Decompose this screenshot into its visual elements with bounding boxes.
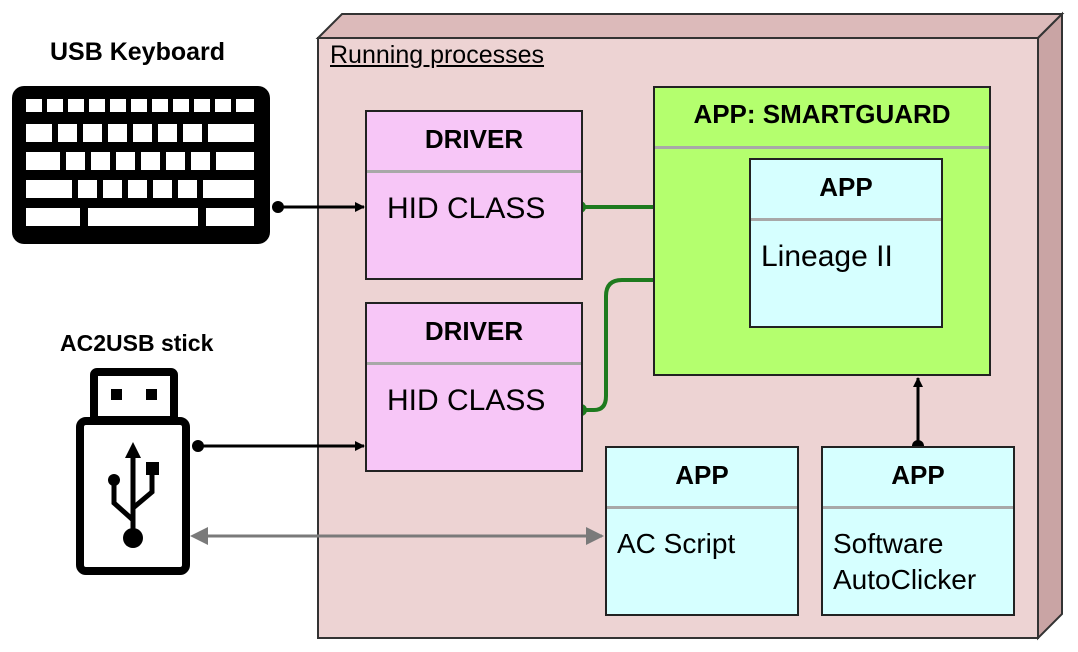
app-body: AC Script [617,528,736,559]
autoclicker-app-box: APP Software AutoClicker [821,446,1015,616]
driver-box-stick: DRIVER HID CLASS [365,302,583,472]
app-body-line2: AutoClicker [833,564,977,595]
driver-header: DRIVER [424,316,524,346]
app-body-line1: Software [833,528,944,559]
app-header: APP [675,460,729,490]
app-body: Lineage II [761,240,893,273]
app-header: APP [819,172,873,202]
keyboard-label: USB Keyboard [50,38,226,66]
lineage-app-box: APP Lineage II [749,158,943,328]
driver-box-keyboard: DRIVER HID CLASS [365,110,583,280]
stick-to-acscript-arrow [190,527,604,545]
usb-stick-icon [76,368,190,575]
driver-header: DRIVER [424,124,524,154]
smartguard-header: APP: SMARTGUARD [693,99,951,129]
stick-to-driver-arrow [192,440,365,452]
keyboard-to-driver-arrow [272,201,365,213]
driver-body: HID CLASS [387,384,546,417]
container-title: Running processes [330,41,545,69]
stick-label: AC2USB stick [60,330,214,356]
app-header: APP [891,460,945,490]
ac-script-app-box: APP AC Script [605,446,799,616]
keyboard-icon [12,86,270,244]
driver-body: HID CLASS [387,192,546,225]
